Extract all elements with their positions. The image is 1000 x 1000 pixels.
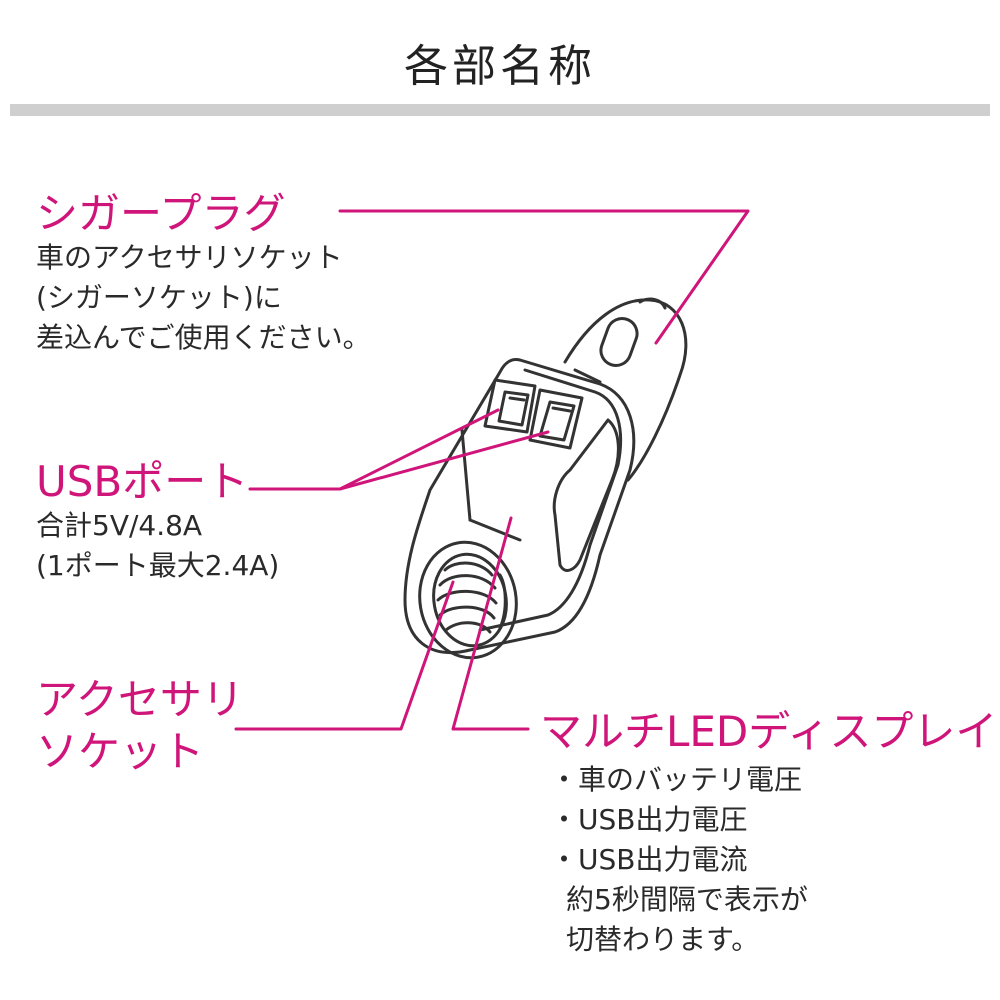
led-display-heading: マルチLEDディスプレイ	[540, 707, 998, 756]
leader-lines	[234, 209, 750, 731]
usb-port-2	[528, 388, 584, 450]
accessory-socket-thread	[436, 561, 498, 634]
cigar-plug-heading: シガープラグ	[36, 189, 286, 238]
cigar-plug-body	[563, 298, 688, 482]
housing-inner	[478, 368, 623, 632]
led-display-bullet: ・USB出力電圧	[550, 803, 748, 836]
usb-port-description: 合計5V/4.8A (1ポート最大2.4A)	[36, 506, 279, 586]
usb-port-heading: USBポート	[36, 457, 249, 506]
led-display-note-line: 切替わります。	[566, 923, 760, 956]
cigar-plug-desc-line: (シガーソケット)に	[36, 281, 282, 314]
leader-usb-port	[248, 408, 500, 491]
cigar-plug-contact	[599, 317, 639, 367]
accessory-socket-heading-line: アクセサリ	[36, 675, 244, 724]
cigar-plug-desc-line: 差込んでご使用ください。	[36, 321, 371, 354]
led-display-bullet: ・USB出力電流	[550, 843, 748, 876]
usb-port-desc-line: 合計5V/4.8A	[36, 509, 203, 542]
charger-illustration	[403, 297, 688, 660]
cigar-plug-tip	[638, 297, 667, 310]
leader-accessory-socket	[234, 580, 455, 731]
accessory-socket-heading-line: ソケット	[36, 727, 205, 776]
cigar-plug-desc-line: 車のアクセサリソケット	[36, 241, 343, 274]
page-title: 各部名称	[404, 41, 596, 92]
accessory-socket-heading: アクセサリ ソケット	[36, 674, 244, 778]
led-display-panel	[552, 418, 620, 572]
cigar-plug-description: 車のアクセサリソケット (シガーソケット)に 差込んでご使用ください。	[36, 238, 371, 358]
led-display-note-line: 約5秒間隔で表示が	[566, 883, 808, 916]
leader-usb-port-2	[338, 430, 550, 491]
usb-port-desc-line: (1ポート最大2.4A)	[36, 549, 280, 582]
leader-cigar-plug	[338, 209, 750, 345]
led-display-bullets: ・車のバッテリ電圧 ・USB出力電圧 ・USB出力電流	[550, 760, 802, 880]
leader-led-display	[451, 516, 530, 731]
accessory-socket-rim	[418, 540, 518, 660]
title-divider	[10, 104, 990, 116]
usb-port-1	[483, 378, 537, 434]
housing-outer	[403, 358, 636, 655]
led-display-bullet: ・車のバッテリ電圧	[550, 763, 803, 796]
led-display-note: 約5秒間隔で表示が 切替わります。	[566, 880, 808, 960]
